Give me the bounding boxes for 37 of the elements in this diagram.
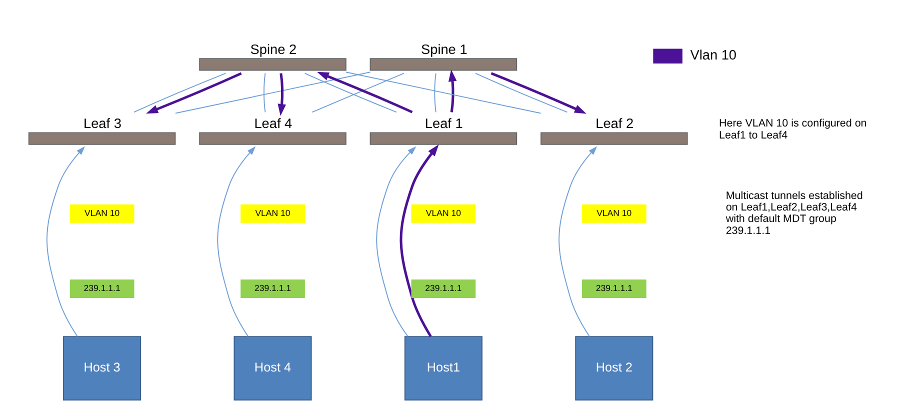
arrow	[316, 72, 412, 114]
connector	[262, 72, 266, 113]
label: Here VLAN 10 is configured on Leaf1 to Leaf4	[718, 118, 866, 142]
arrow	[46, 146, 84, 337]
node-label: Leaf 1	[424, 116, 462, 132]
node-label: Leaf 2	[595, 116, 634, 132]
connector	[474, 72, 568, 113]
node-box: Host 4	[233, 336, 312, 400]
arrow	[399, 144, 438, 338]
node-label: Leaf 3	[83, 116, 121, 132]
node-box: Host1	[404, 336, 482, 400]
arrow	[376, 146, 416, 337]
connector	[132, 72, 226, 113]
node-box: Host 3	[62, 336, 141, 400]
arrow	[277, 73, 286, 116]
node-label: Spine 1	[420, 42, 467, 57]
legend-label: Vlan 10	[690, 48, 736, 63]
node-box: VLAN 10	[581, 204, 646, 223]
arrow	[448, 70, 456, 112]
node-box: VLAN 10	[69, 204, 134, 223]
connector	[434, 72, 436, 113]
node-label: Spine 2	[250, 42, 296, 57]
node-box: 239.1.1.1	[240, 280, 304, 298]
node-box: VLAN 10	[240, 204, 304, 223]
node-box: VLAN 10	[410, 204, 476, 223]
arrow	[490, 72, 586, 114]
node-label: Leaf 4	[254, 116, 292, 132]
arrow	[216, 146, 256, 337]
node-box: 239.1.1.1	[69, 280, 134, 298]
node-box: 239.1.1.1	[410, 280, 476, 298]
arrow	[146, 72, 242, 114]
node-box: 239.1.1.1	[581, 280, 646, 298]
node-box: Host 2	[574, 336, 653, 400]
label: Multicast tunnels established on Leaf1,Leaf2,Leaf3,Leaf4 with default MDT group 239.1.1.1	[725, 190, 862, 237]
connector	[345, 72, 541, 114]
connector	[174, 72, 370, 114]
arrow	[558, 146, 597, 337]
